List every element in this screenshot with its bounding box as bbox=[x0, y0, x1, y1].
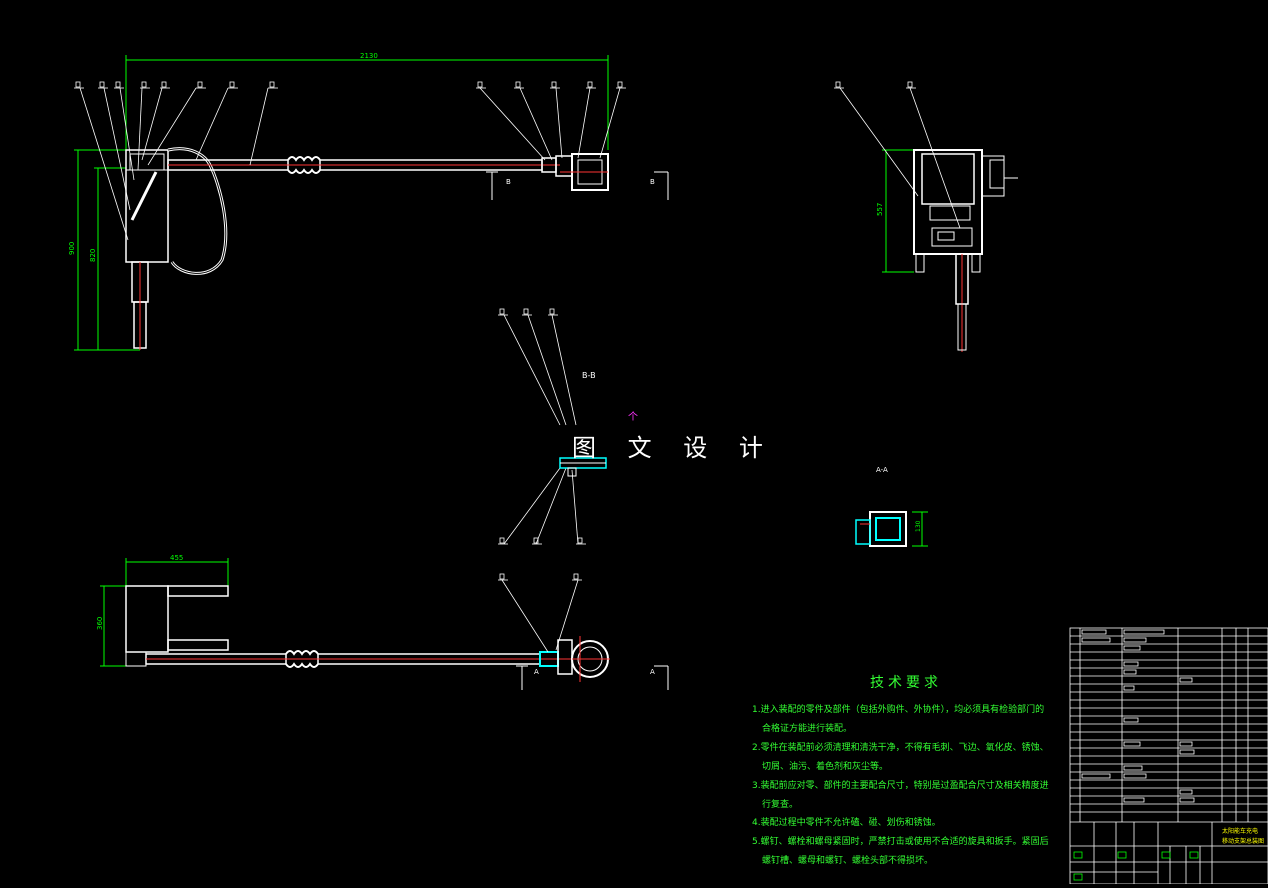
tech-line-2: 合格证方能进行装配。 bbox=[762, 724, 853, 734]
dim-plan-width: 455 bbox=[170, 554, 183, 562]
tech-line-3: 2.零件在装配前必须清理和清洗干净，不得有毛刺、飞边、氧化皮、锈蚀、 bbox=[752, 743, 1049, 753]
section-bb-view: B-B 个 bbox=[498, 308, 638, 545]
title-block-name-2: 移动支架总装图 bbox=[1222, 838, 1265, 845]
front-view: 2130 900 820 B bbox=[68, 52, 669, 351]
dim-height-total: 900 bbox=[68, 242, 76, 255]
section-aa-view: A-A 130 bbox=[855, 466, 928, 547]
title-block bbox=[1069, 627, 1268, 885]
section-a-mark-right: A bbox=[650, 668, 655, 676]
dim-section-a-height: 130 bbox=[915, 520, 922, 532]
section-bb-label: B-B bbox=[582, 371, 596, 380]
tech-requirements-title: 技术要求 bbox=[870, 675, 942, 691]
tech-line-7: 4.装配过程中零件不允许磕、碰、划伤和锈蚀。 bbox=[752, 818, 941, 828]
dim-overall-length: 2130 bbox=[360, 52, 378, 60]
section-b-mark-left: B bbox=[506, 178, 511, 186]
section-b-mark-right: B bbox=[650, 178, 655, 186]
section-aa-label: A-A bbox=[876, 466, 888, 474]
dim-side-height: 557 bbox=[876, 203, 884, 216]
tech-line-1: 1.进入装配的零件及部件（包括外购件、外协件），均必须具有检验部门的 bbox=[752, 705, 1045, 715]
side-view: 557 bbox=[834, 81, 1018, 352]
tech-line-4: 切屑、油污、着色剂和灰尘等。 bbox=[762, 762, 889, 772]
plan-view: 455 360 A A bbox=[96, 554, 669, 690]
title-block-rows bbox=[1070, 635, 1268, 823]
title-block-name-1: 太阳能车充电 bbox=[1222, 828, 1259, 835]
tech-line-6: 行复查。 bbox=[762, 800, 799, 810]
cursor-mark: 个 bbox=[628, 411, 638, 423]
dim-height-inner: 820 bbox=[89, 249, 97, 262]
tech-line-8: 5.螺钉、螺栓和螺母紧固时，严禁打击或使用不合适的旋具和扳手。紧固后 bbox=[752, 837, 1049, 847]
dim-plan-depth: 360 bbox=[96, 617, 104, 630]
tech-line-9: 螺钉槽、螺母和螺钉、螺栓头部不得损坏。 bbox=[762, 856, 934, 866]
watermark-text: 图 文 设 计 bbox=[572, 434, 775, 462]
title-block-fill-marks bbox=[1081, 629, 1195, 803]
tech-line-5: 3.装配前应对零、部件的主要配合尺寸，特别是过盈配合尺寸及相关精度进 bbox=[752, 781, 1049, 791]
section-a-mark-left: A bbox=[534, 668, 539, 676]
